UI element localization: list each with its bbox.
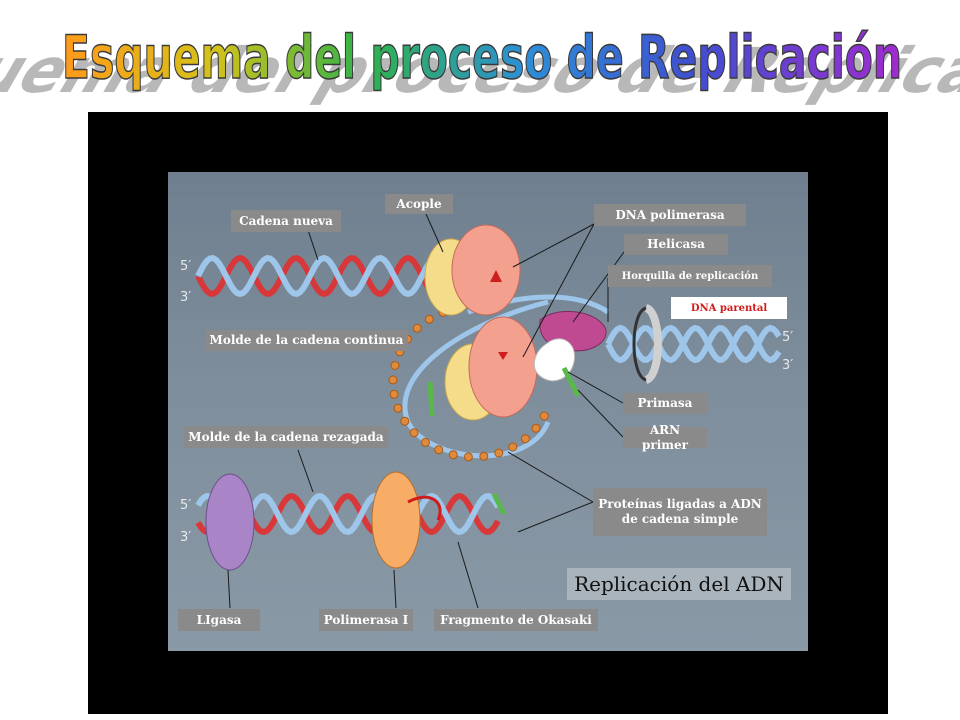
label-proteinas-line2: de cadena simple [621, 512, 739, 526]
parental-helix [605, 324, 782, 364]
label-ligasa: LIgasa [178, 609, 260, 631]
page-title: Esquema del proceso de Replicación [62, 23, 902, 93]
polymerase-i [371, 471, 421, 569]
okasaki-arrow [407, 495, 442, 521]
label-dna-polimerasa: DNA polimerasa [594, 204, 746, 226]
parental-strand-a [605, 324, 782, 364]
ssb-protein [400, 416, 410, 426]
rna-primer-bottom [491, 492, 507, 516]
arrow-upper [490, 270, 502, 282]
ssb-protein [448, 450, 458, 460]
top-helix [195, 254, 443, 298]
ssb-protein [409, 428, 419, 438]
ssb-protein [393, 403, 403, 413]
label-proteinas-ssb: Proteínas ligadas a ADN de cadena simple [593, 488, 767, 536]
label-helicasa: Helicasa [624, 234, 728, 255]
ligase [205, 473, 255, 571]
replication-diagram [195, 213, 782, 609]
ssb-protein [390, 361, 400, 370]
ssb-protein [531, 423, 541, 433]
ssb-protein [539, 411, 549, 421]
ssb-protein [508, 442, 518, 452]
ssb-protein [421, 437, 430, 447]
dna-polymerase-upper [451, 224, 521, 316]
dna-polymerase-lower [468, 316, 538, 418]
ssb-protein [389, 389, 399, 399]
parental-strand-b [605, 324, 782, 364]
ssb-protein [424, 314, 434, 324]
rotation-arrow [643, 304, 662, 384]
ssb-protein [434, 445, 444, 455]
label-primasa: Primasa [623, 393, 707, 414]
bottom-3prime: 3′ [180, 530, 192, 545]
ssb-protein [520, 434, 530, 444]
top-3prime: 3′ [180, 290, 192, 305]
label-proteinas-line1: Proteínas ligadas a ADN [598, 497, 762, 511]
ssb-protein [463, 452, 473, 462]
label-cadena-nueva: Cadena nueva [231, 210, 341, 232]
template-strand-blue [195, 254, 443, 298]
diagram-caption: Replicación del ADN [567, 568, 791, 600]
arrow-lower [498, 352, 508, 360]
ssb-protein [412, 323, 422, 333]
label-molde-continua: Molde de la cadena continua [205, 330, 408, 351]
rna-primer-left [427, 381, 435, 417]
label-acople: Acople [385, 194, 453, 214]
label-dna-parental: DNA parental [671, 297, 787, 319]
new-strand-red [195, 254, 443, 298]
label-horquilla: Horquilla de replicación [608, 265, 772, 287]
right-3prime: 3′ [782, 358, 794, 373]
title-banner: Esquema del proceso de Replicación Esque… [0, 22, 960, 107]
label-molde-rezagada: Molde de la cadena rezagada [184, 426, 388, 448]
label-arn-primer: ARN primer [623, 423, 707, 452]
top-5prime: 5′ [180, 259, 192, 274]
rna-primer-top [561, 366, 581, 398]
rotation-arrow-back [632, 306, 647, 382]
label-polimerasa-i: Polimerasa I [319, 609, 413, 631]
bottom-5prime: 5′ [180, 498, 192, 513]
right-5prime: 5′ [782, 330, 794, 345]
label-okasaki: Fragmento de Okasaki [434, 609, 598, 631]
ssb-protein [388, 375, 398, 385]
title-shadow: Esquema del proceso de Replicación [0, 35, 960, 107]
ssb-protein [494, 448, 504, 458]
ssb-protein [479, 451, 489, 461]
